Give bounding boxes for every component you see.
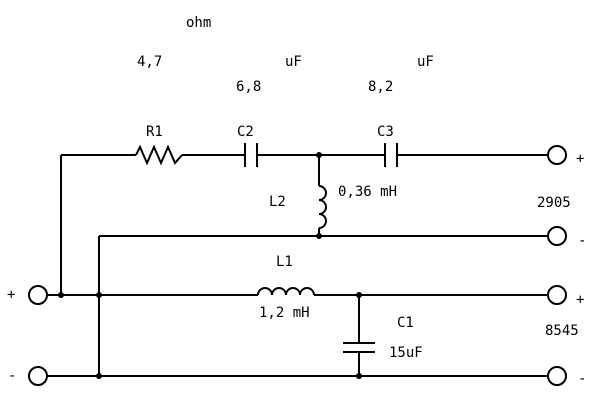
r1-label: R1 (146, 124, 163, 140)
junction-dot (96, 373, 102, 379)
r1-value-label: 4,7 (137, 54, 162, 70)
terminal-input-minus (28, 366, 48, 386)
c2-value-label: 6,8 (236, 79, 261, 95)
r1-unit-label: ohm (186, 15, 211, 31)
junction-dot (316, 233, 322, 239)
woofer-minus-sign: - (578, 371, 586, 387)
c3-label: C3 (377, 124, 394, 140)
l1-label: L1 (276, 254, 293, 270)
capacitor-c2 (244, 143, 258, 167)
junction-dot (96, 292, 102, 298)
tweeter-model-label: 2905 (537, 195, 571, 211)
l2-value-label: 0,36 mH (338, 184, 397, 200)
input-minus-sign: - (8, 368, 16, 384)
input-plus-sign: + (7, 287, 15, 303)
capacitor-c3 (384, 143, 398, 167)
resistor-r1 (135, 144, 183, 166)
tweeter-minus-sign: - (578, 233, 586, 249)
capacitor-c1 (343, 342, 375, 353)
terminal-tweeter-minus (547, 226, 567, 246)
junction-dot (356, 292, 362, 298)
junction-dot (316, 152, 322, 158)
junction-dot (356, 373, 362, 379)
terminal-tweeter-plus (547, 145, 567, 165)
c2-unit-label: uF (285, 54, 302, 70)
inductor-l2 (318, 185, 327, 229)
terminal-woofer-plus (547, 285, 567, 305)
woofer-model-label: 8545 (545, 323, 579, 339)
inductor-l1 (257, 287, 315, 296)
c1-value-label: 15uF (389, 345, 423, 361)
tweeter-plus-sign: + (576, 151, 584, 167)
terminal-woofer-minus (547, 366, 567, 386)
l2-label: L2 (269, 194, 286, 210)
terminal-input-plus (28, 285, 48, 305)
junction-dot (58, 292, 64, 298)
woofer-plus-sign: + (576, 292, 584, 308)
c3-value-label: 8,2 (368, 79, 393, 95)
l1-value-label: 1,2 mH (259, 305, 310, 321)
c3-unit-label: uF (417, 54, 434, 70)
c1-label: C1 (397, 315, 414, 331)
wires (48, 154, 547, 377)
c2-label: C2 (237, 124, 254, 140)
